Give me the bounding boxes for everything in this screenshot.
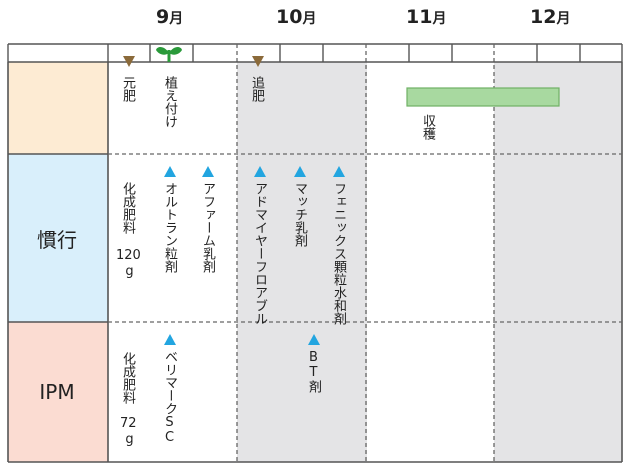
spray-marker: [333, 166, 345, 177]
spray-marker: [202, 166, 214, 177]
month-number: 10: [276, 6, 303, 28]
pesticide-label: マッチ乳剤: [292, 182, 307, 247]
pesticide-label: アドマイヤーフロアブル: [252, 182, 267, 325]
month-header-oct: 10月: [276, 6, 316, 28]
shade-dec: [494, 62, 622, 462]
planting-label: 植え付け: [162, 76, 177, 128]
month-header-dec: 12月: [530, 6, 570, 28]
month-number: 9: [156, 6, 170, 28]
axis-ticks: [7, 44, 623, 62]
month-unit: 月: [169, 11, 184, 27]
base-fertilizer-label: 元肥: [120, 76, 135, 102]
pesticide-label: BT剤: [306, 350, 321, 393]
month-number: 11: [406, 6, 433, 28]
spray-marker: [254, 166, 266, 177]
row-label-ipm: IPM: [39, 380, 75, 404]
schedule-row-bg: [8, 62, 108, 154]
conventional-fertilizer-amount: 120: [116, 248, 141, 263]
month-number: 12: [530, 6, 557, 28]
conventional-fertilizer-unit: g: [122, 264, 137, 279]
sprout-icon: [156, 46, 182, 62]
month-unit: 月: [556, 11, 571, 27]
spray-marker: [164, 166, 176, 177]
harvest-bar: [406, 87, 560, 107]
top-dressing-label: 追肥: [249, 76, 264, 102]
base-fertilizer-marker: [123, 56, 135, 67]
conventional-row-bg: [8, 154, 108, 322]
row-label-conventional: 慣行: [37, 227, 77, 252]
pesticide-label: フェニックス顆粒水和剤: [331, 182, 346, 325]
ipm-fertilizer-label: 化成肥料: [120, 352, 135, 404]
month-unit: 月: [432, 11, 447, 27]
ipm-fertilizer-unit: g: [122, 432, 137, 447]
pesticide-label: アファーム乳剤: [200, 182, 215, 273]
shade-oct: [237, 62, 367, 462]
spray-marker: [308, 334, 320, 345]
month-unit: 月: [302, 11, 317, 27]
spray-marker: [164, 334, 176, 345]
harvest-label: 収穫: [420, 114, 435, 140]
pesticide-label: オルトラン粒剤: [162, 182, 177, 273]
ipm-fertilizer-amount: 72: [120, 416, 137, 431]
top-dressing-marker: [252, 56, 264, 67]
month-header-sep: 9月: [156, 6, 183, 28]
month-header-nov: 11月: [406, 6, 446, 28]
spray-marker: [294, 166, 306, 177]
conventional-fertilizer-label: 化成肥料: [120, 182, 135, 234]
pesticide-label: ベリマークSC: [162, 350, 177, 445]
ipm-row-bg: [8, 322, 108, 462]
